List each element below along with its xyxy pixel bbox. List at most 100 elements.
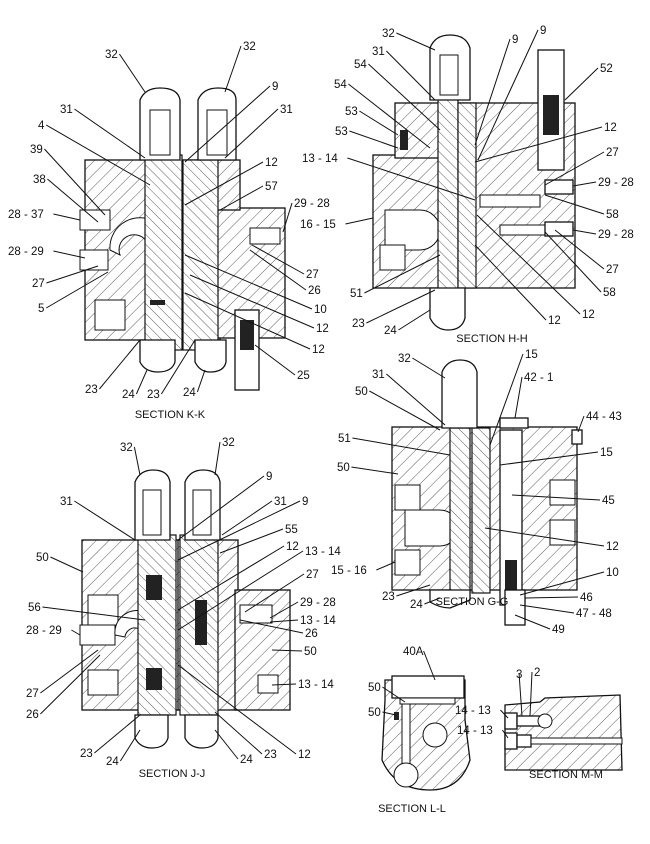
- leader-line: [53, 213, 81, 221]
- part-callout-label: 50: [368, 707, 381, 719]
- leader-line: [524, 596, 579, 599]
- leader-line: [529, 671, 533, 717]
- part-callout-label: 45: [602, 495, 615, 507]
- leader-line: [119, 729, 141, 762]
- part-callout-label: 31: [60, 496, 73, 508]
- leader-line: [514, 376, 523, 419]
- leader-line: [347, 157, 476, 201]
- leader-line: [474, 126, 603, 163]
- part-callout-label: 14 - 13: [455, 705, 491, 717]
- part-callout-label: 4: [38, 120, 45, 132]
- part-callout-label: 9: [266, 471, 272, 483]
- leader-line: [564, 67, 599, 101]
- part-callout-label: 29 - 28: [294, 198, 330, 210]
- leader-line: [519, 571, 605, 596]
- part-callout-label: 49: [552, 624, 565, 636]
- part-callout-label: 31: [372, 369, 385, 381]
- leader-line: [74, 500, 136, 541]
- leader-line: [424, 597, 441, 605]
- leader-line: [71, 629, 81, 636]
- leader-line: [42, 606, 146, 621]
- part-callout-label: 32: [120, 442, 133, 454]
- leader-line: [544, 151, 605, 186]
- leader-line: [511, 494, 601, 501]
- leader-line: [359, 110, 399, 136]
- leader-line: [271, 683, 297, 686]
- part-callout-label: 24: [384, 325, 397, 337]
- section-h-h-drawing: [372, 34, 576, 331]
- part-callout-label: 38: [33, 174, 46, 186]
- part-callout-label: 27: [26, 688, 39, 700]
- part-callout-label: 15: [600, 447, 613, 459]
- leader-line: [214, 729, 239, 760]
- leader-line: [219, 185, 264, 211]
- leader-line: [160, 339, 196, 395]
- part-callout-label: 32: [398, 353, 411, 365]
- part-callout-label: 27: [306, 269, 319, 281]
- leader-line: [189, 274, 315, 329]
- part-callout-label: 54: [334, 79, 347, 91]
- leader-line: [349, 130, 399, 149]
- part-callout-label: 51: [338, 433, 351, 445]
- leader-line: [244, 573, 305, 613]
- leader-line: [184, 254, 313, 310]
- part-callout-label: 32: [222, 437, 235, 449]
- part-callout-label: 29 - 28: [598, 229, 634, 241]
- part-callout-label: 27: [306, 569, 319, 581]
- section-title: SECTION K-K: [135, 409, 206, 421]
- part-callout-label: 23: [147, 389, 160, 401]
- section-g-g-drawing: [391, 359, 583, 626]
- part-callout-label: 23: [264, 749, 277, 761]
- part-callout-label: 55: [285, 524, 298, 536]
- part-callout-label: 13 - 14: [302, 153, 338, 165]
- leader-line: [177, 664, 297, 755]
- leader-line: [135, 369, 148, 395]
- part-callout-label: 12: [316, 323, 329, 335]
- part-callout-label: 42 - 1: [524, 372, 553, 384]
- leader-line: [514, 614, 551, 630]
- part-callout-label: 58: [606, 209, 619, 221]
- leader-line: [351, 466, 399, 475]
- part-callout-label: 31: [60, 104, 73, 116]
- leader-line: [184, 292, 311, 350]
- section-l-l-drawing: [381, 675, 471, 791]
- leader-line: [368, 63, 441, 131]
- part-callout-label: 13 - 14: [298, 679, 334, 691]
- leader-line: [40, 654, 101, 715]
- leader-line: [177, 550, 304, 631]
- leader-line: [369, 390, 441, 431]
- leader-line: [254, 344, 296, 376]
- part-callout-label: 24: [410, 599, 423, 611]
- leader-line: [184, 161, 264, 206]
- leader-line: [376, 561, 396, 571]
- part-callout-label: 50: [337, 462, 350, 474]
- part-callout-label: 47 - 48: [576, 608, 612, 620]
- leader-line: [224, 108, 279, 159]
- leader-line: [499, 451, 599, 466]
- leader-line: [133, 446, 141, 476]
- leader-line: [345, 217, 374, 225]
- leader-line: [249, 249, 307, 291]
- section-k-k-drawing: [79, 87, 286, 391]
- leader-line: [94, 714, 141, 754]
- part-callout-label: 39: [30, 144, 43, 156]
- part-callout-label: 24: [183, 387, 196, 399]
- leader-line: [382, 686, 406, 703]
- part-callout-label: 13 - 14: [300, 615, 336, 627]
- part-callout-label: 44 - 43: [586, 411, 622, 423]
- part-callout-label: 27: [32, 278, 45, 290]
- part-callout-label: 13 - 14: [305, 546, 341, 558]
- part-callout-label: 53: [335, 126, 348, 138]
- leader-line: [476, 214, 581, 315]
- part-callout-label: 25: [297, 370, 310, 382]
- leader-line: [544, 231, 602, 293]
- part-callout-label: 12: [604, 122, 617, 134]
- part-callout-label: 28 - 29: [26, 625, 62, 637]
- leader-line: [224, 45, 242, 93]
- leader-line: [214, 711, 263, 755]
- leader-line: [412, 357, 446, 379]
- leader-line: [50, 556, 84, 573]
